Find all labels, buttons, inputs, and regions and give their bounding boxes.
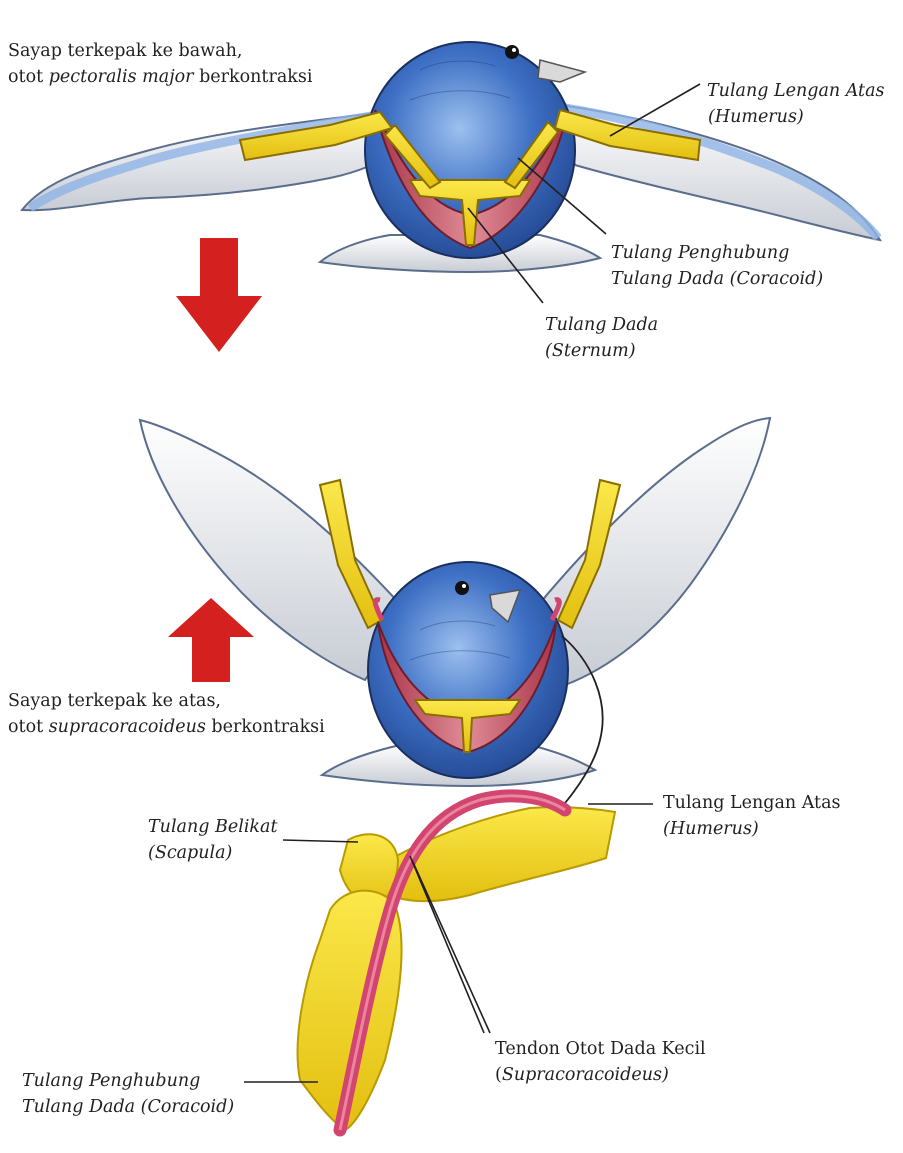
detail-humerus-label-line1: Tulang Lengan Atas [663, 792, 841, 815]
detail-tendon-open-paren: ( [495, 1065, 502, 1085]
top-caption-line2: otot pectoralis major berkontraksi [8, 66, 312, 89]
detail-tendon-label-line2: (Supracoracoideus) [495, 1064, 669, 1087]
middle-caption-line1: Sayap terkepak ke atas, [8, 690, 221, 713]
detail-coracoid-label-line1: Tulang Penghubung [22, 1070, 200, 1093]
arrow-down-icon [176, 238, 262, 352]
detail-humerus-label-line2: (Humerus) [663, 818, 759, 841]
arrow-up-icon [168, 598, 254, 682]
middle-caption-muscle: supracoracoideus [49, 717, 206, 737]
top-caption-line1: Sayap terkepak ke bawah, [8, 40, 242, 63]
top-coracoid-label-line2: Tulang Dada (Coracoid) [611, 268, 823, 291]
middle-caption-suffix: berkontraksi [206, 717, 325, 737]
top-coracoid-label-line1: Tulang Penghubung [611, 242, 789, 265]
top-sternum-label-line2: (Sternum) [545, 340, 636, 363]
top-caption-muscle: pectoralis major [49, 67, 194, 87]
middle-caption-prefix: otot [8, 717, 49, 737]
top-caption-prefix: otot [8, 67, 49, 87]
detail-scapula-label-line1: Tulang Belikat [148, 816, 278, 839]
middle-caption-line2: otot supracoracoideus berkontraksi [8, 716, 325, 739]
top-humerus-label-line2: (Humerus) [708, 106, 804, 129]
top-caption-suffix: berkontraksi [194, 67, 313, 87]
detail-coracoid-label-line2: Tulang Dada (Coracoid) [22, 1096, 234, 1119]
detail-scapula-label-line2: (Scapula) [148, 842, 232, 865]
detail-tendon-label-line1: Tendon Otot Dada Kecil [495, 1038, 706, 1061]
top-beak [538, 60, 585, 82]
middle-left-wing [140, 420, 410, 680]
top-sternum-label-line1: Tulang Dada [545, 314, 658, 337]
top-humerus-label-line1: Tulang Lengan Atas [707, 80, 885, 103]
detail-tendon-muscle: Supracoracoideus) [502, 1065, 669, 1085]
